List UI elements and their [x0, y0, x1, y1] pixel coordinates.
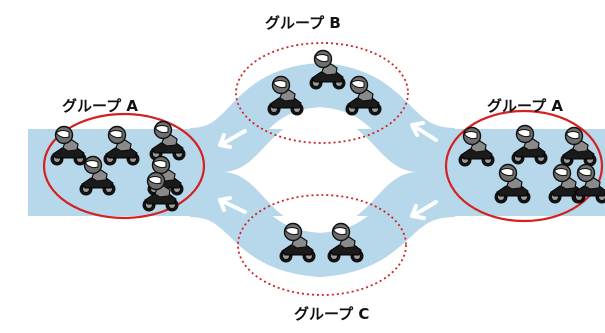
group-c-ring — [237, 194, 407, 296]
arrow-lower-right — [410, 200, 438, 220]
group-a-right-label: グループ A — [487, 97, 563, 115]
arrow-upper-left — [218, 129, 247, 149]
arrow-lower-left — [218, 196, 247, 214]
group-a-left-label: グループ A — [62, 97, 138, 115]
lower-branch — [188, 173, 457, 278]
road-gap — [222, 116, 418, 228]
group-a-right-ring — [444, 109, 604, 223]
direction-arrows — [218, 121, 438, 220]
group-a-left-ring — [42, 112, 206, 220]
group-c-label: グループ C — [294, 305, 370, 323]
group-b-label: グループ B — [265, 14, 341, 32]
group-b-ring — [235, 42, 409, 144]
arrow-upper-right — [410, 121, 438, 142]
